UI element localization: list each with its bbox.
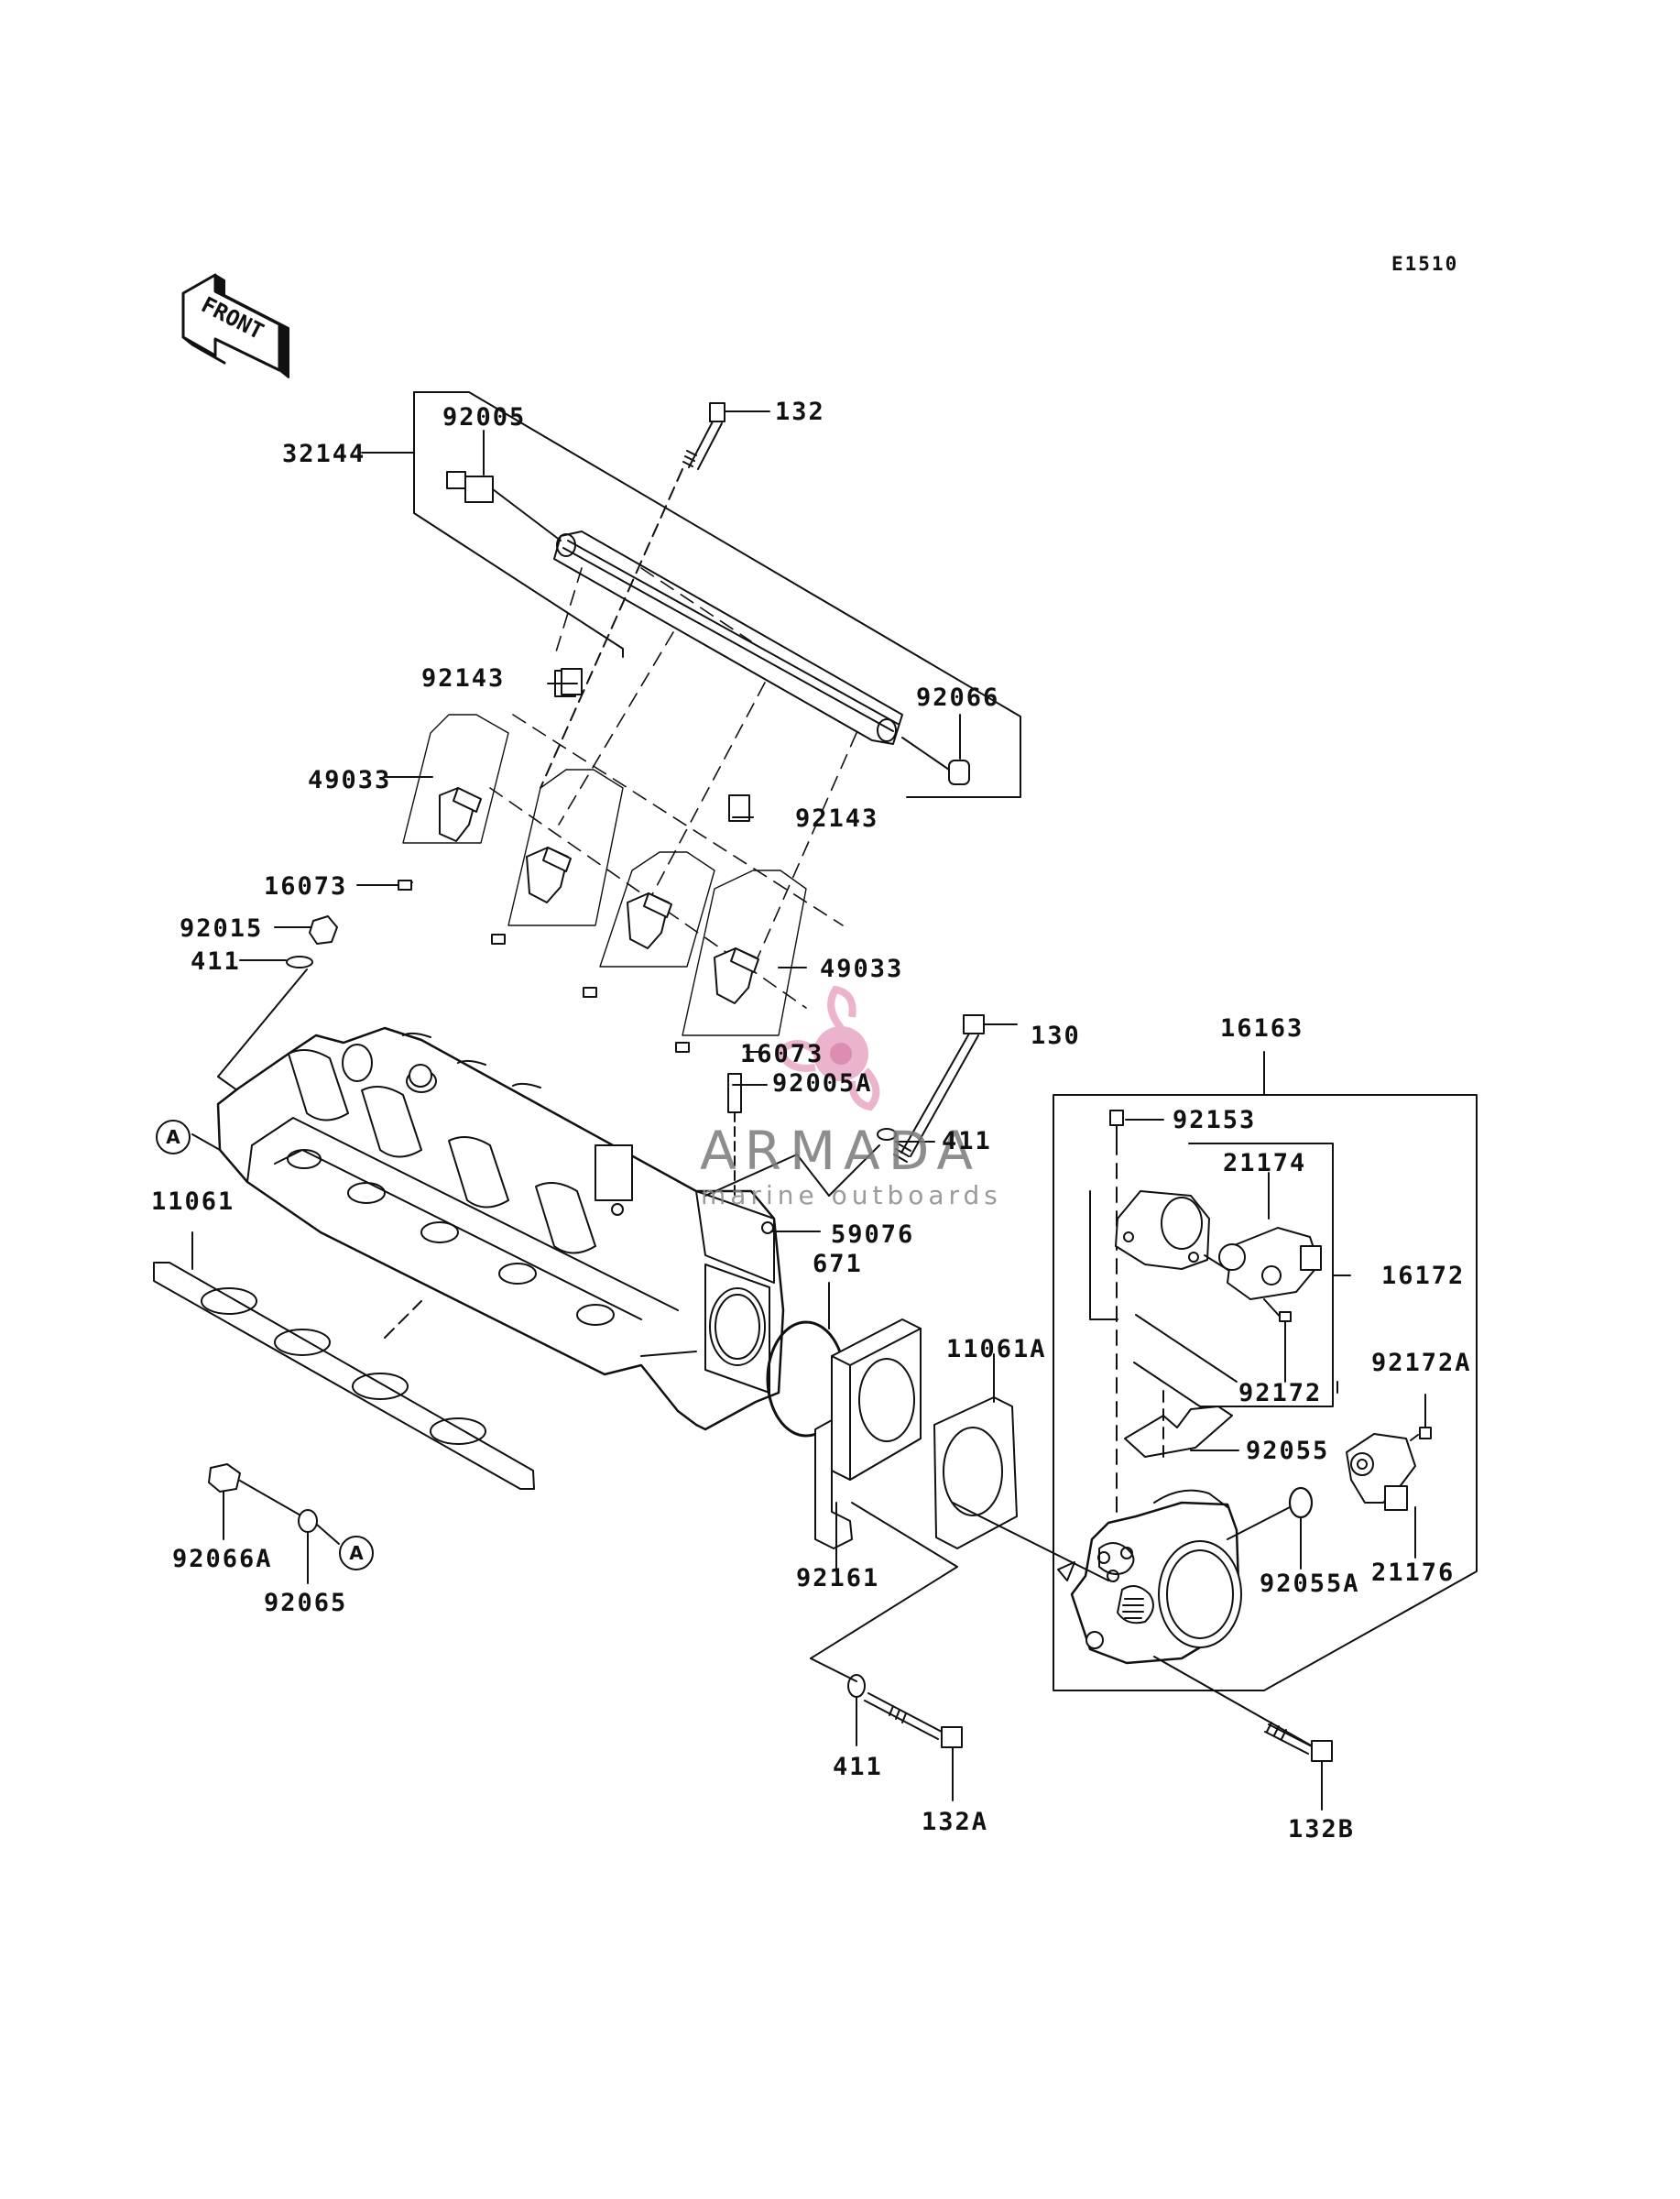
part-label: 92153 (1173, 1106, 1257, 1134)
part-label: 16163 (1220, 1014, 1304, 1043)
part-label: 411 (833, 1753, 883, 1781)
front-text: FRONT (197, 291, 267, 345)
part-label: 92161 (796, 1564, 880, 1592)
part-label: 92143 (421, 664, 506, 693)
throttle-position-sensor (1346, 1394, 1432, 1559)
circle-marker-a-2: A (339, 1536, 374, 1570)
part-label: 92005A (772, 1069, 873, 1098)
part-label: 21176 (1371, 1559, 1456, 1587)
injector-group-2 (491, 769, 624, 945)
circle-marker-a: A (156, 1120, 191, 1154)
part-label: 92065 (264, 1589, 348, 1617)
svg-text:FRONT: FRONT (197, 291, 267, 345)
part-label: 92066 (916, 684, 1000, 712)
part-label: 92172A (1371, 1349, 1472, 1377)
part-label: 92015 (180, 914, 264, 943)
part-label: 671 (813, 1250, 863, 1278)
bolt-132a (810, 1502, 963, 1801)
part-label: 130 (1031, 1022, 1081, 1050)
fuel-pressure-fitting (446, 430, 562, 542)
part-label: 92005 (442, 403, 527, 432)
watermark-name: ARMADA (700, 1120, 982, 1182)
injector-group-4 (675, 794, 807, 1053)
part-label: 132A (922, 1808, 989, 1836)
drain-plug (208, 1463, 340, 1584)
part-label: 16073 (740, 1040, 824, 1068)
isc-housing (1115, 1172, 1270, 1279)
part-label: 16073 (264, 872, 348, 901)
throttle-spacer (814, 1318, 922, 1572)
bolt-132b (1264, 1722, 1333, 1811)
isc-valve (1218, 1227, 1322, 1383)
part-label: 92143 (795, 804, 879, 833)
watermark-logo-icon (776, 985, 880, 1111)
part-label: 132 (775, 398, 825, 426)
part-label: 92172 (1238, 1379, 1323, 1407)
intake-manifold (216, 1026, 785, 1431)
part-label: 411 (191, 947, 241, 976)
throttle-body (1057, 1489, 1242, 1665)
diagram-code: E1510 (1391, 253, 1459, 275)
watermark-subtitle: marine outboards (701, 1180, 1002, 1210)
part-label: 21174 (1223, 1149, 1307, 1177)
part-label: 16172 (1381, 1262, 1466, 1290)
part-label: 49033 (308, 766, 392, 794)
part-label: 92055 (1246, 1437, 1330, 1465)
part-label: 49033 (820, 955, 904, 983)
part-label: 132B (1288, 1815, 1356, 1843)
part-label: 11061 (151, 1187, 235, 1216)
injector-group-3 (583, 851, 715, 998)
part-label: 411 (942, 1127, 992, 1155)
part-label: 32144 (282, 440, 366, 468)
throttle-gasket (933, 1353, 1018, 1549)
rail-bolt (540, 402, 770, 789)
part-label: 59076 (831, 1220, 915, 1249)
part-label: 11061A (946, 1335, 1047, 1363)
part-label: 92066A (172, 1545, 273, 1573)
part-label: 92055A (1260, 1570, 1360, 1598)
manifold-gasket (153, 1231, 535, 1490)
front-arrow-icon (181, 273, 289, 378)
